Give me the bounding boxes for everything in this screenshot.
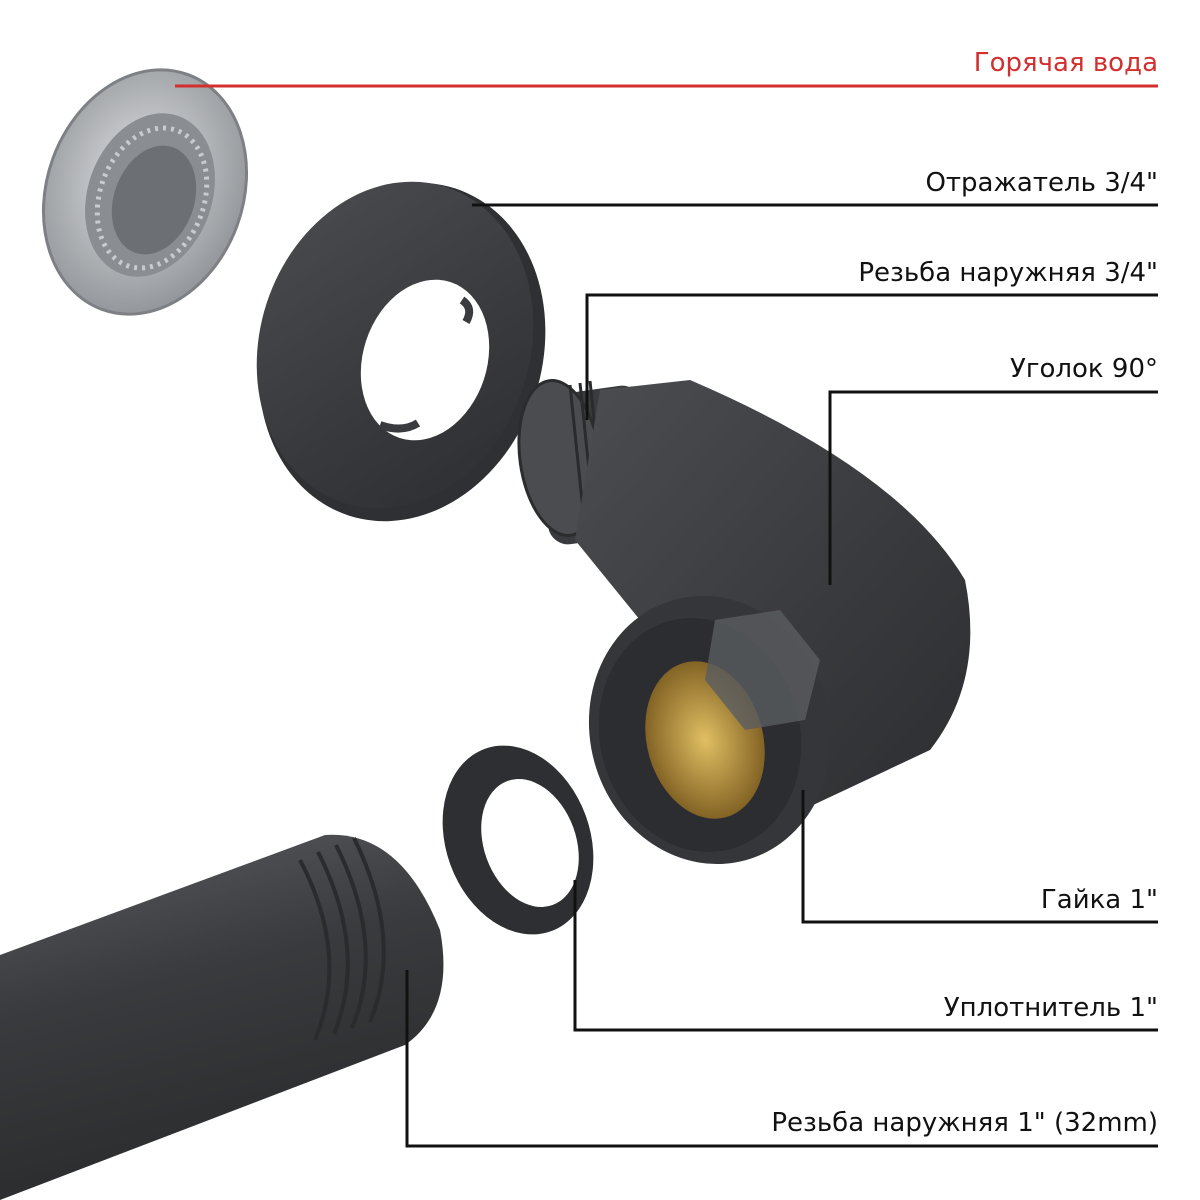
reflector-disc [256,181,546,522]
leader-thread-1 [405,970,1158,1148]
nut-label: Гайка 1" [1040,885,1158,915]
thread-outer-1-label: Резьба наружняя 1" (32mm) [771,1108,1158,1138]
elbow-fitting [517,379,971,865]
pipe [0,834,444,1200]
reflector-label: Отражатель 3/4" [925,168,1158,198]
seal-label: Уплотнитель 1" [943,993,1158,1023]
leader-nut [801,790,1158,924]
hot-water-label: Горячая вода [973,48,1158,78]
leader-elbow [828,390,1158,585]
seal-ring [442,745,594,935]
leader-thread-34 [585,293,1158,420]
elbow-label: Уголок 90° [1010,354,1158,384]
thread-outer-34-label: Резьба наружняя 3/4" [858,258,1158,288]
leader-lines [175,84,1158,1148]
chrome-fitting [41,68,249,316]
leader-seal [573,880,1158,1032]
